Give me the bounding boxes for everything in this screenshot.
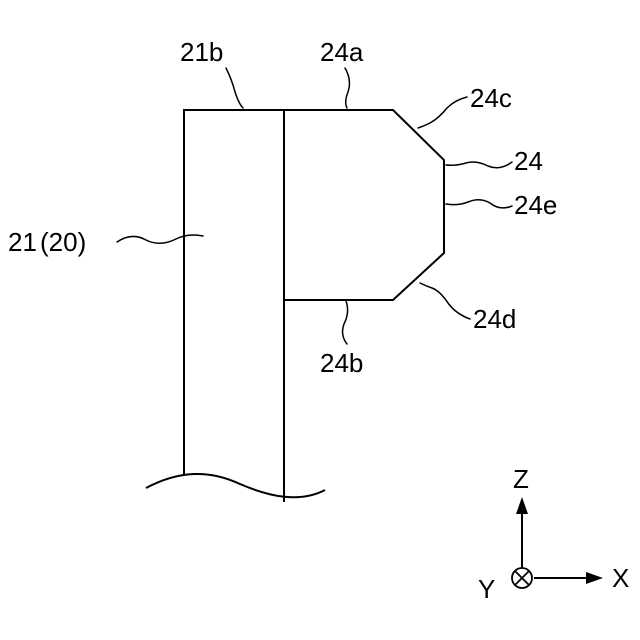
- label-24d: 24d: [473, 304, 516, 334]
- x-axis-label: X: [612, 563, 629, 593]
- reference-labels: 21b 24a 24c 24 24e 21 (20) 24d 24b: [8, 37, 557, 378]
- leader-24c: [418, 97, 467, 128]
- leader-24b: [343, 301, 348, 344]
- label-21b: 21b: [180, 37, 223, 67]
- leader-21: [117, 235, 203, 243]
- member-21: [146, 110, 444, 502]
- leader-24e: [446, 200, 512, 208]
- label-24e: 24e: [514, 190, 557, 220]
- z-axis-arrowhead: [516, 497, 528, 514]
- x-axis-arrowhead: [586, 572, 603, 584]
- coordinate-axes: Z X Y: [478, 464, 629, 604]
- member-21-outer-edge: [184, 110, 444, 502]
- y-axis-label: Y: [478, 574, 495, 604]
- label-21: 21: [8, 227, 37, 257]
- leader-24d: [420, 283, 470, 319]
- leader-24a: [345, 68, 349, 108]
- label-24a: 24a: [320, 37, 364, 67]
- label-24b: 24b: [320, 348, 363, 378]
- leader-24: [446, 162, 512, 168]
- label-24c: 24c: [470, 83, 512, 113]
- z-axis-label: Z: [513, 464, 529, 494]
- break-line: [146, 474, 325, 497]
- y-axis-into-page-symbol: [512, 568, 532, 588]
- label-20: (20): [40, 227, 86, 257]
- label-24: 24: [514, 146, 543, 176]
- leader-21b: [226, 68, 243, 108]
